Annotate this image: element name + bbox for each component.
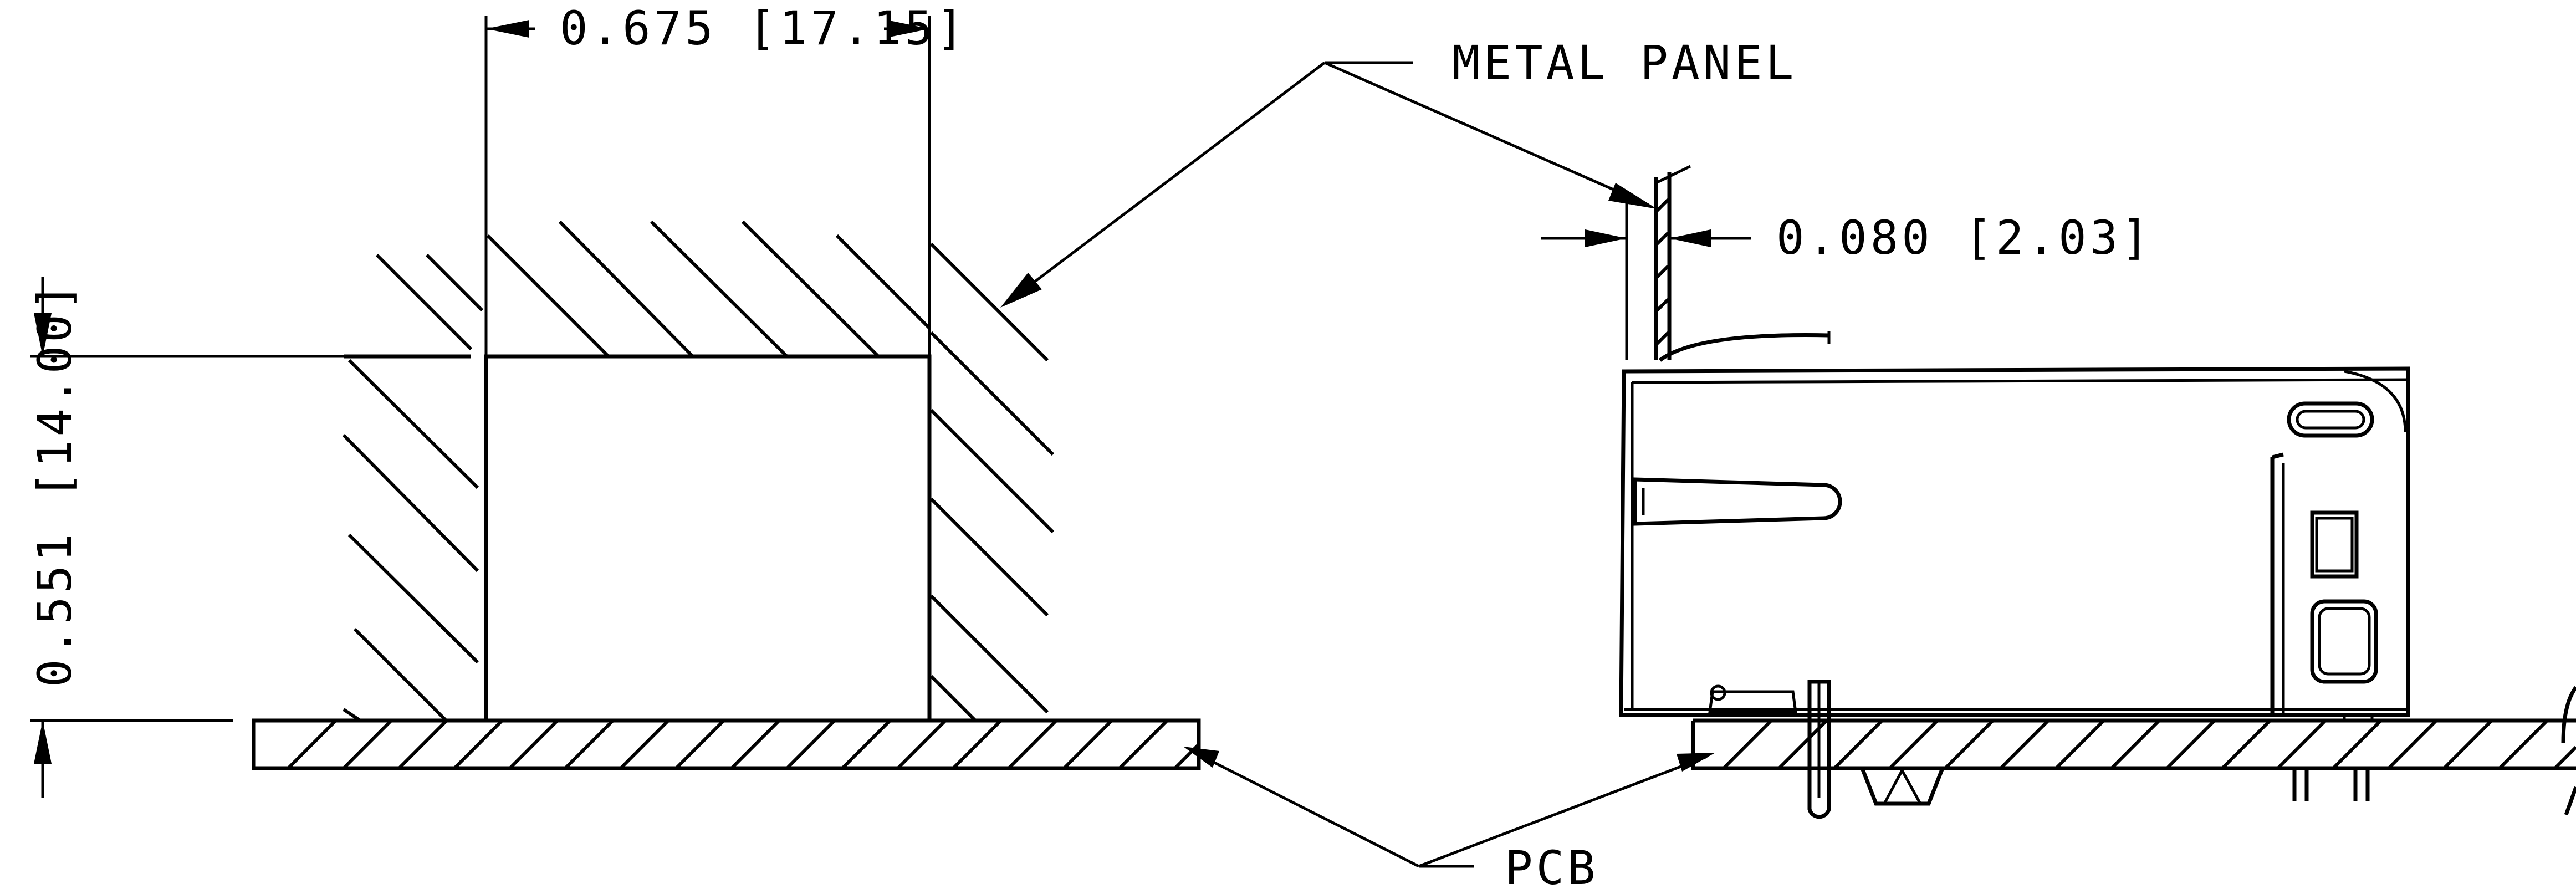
pcb-right	[1691, 718, 2576, 770]
led-window	[2287, 401, 2374, 438]
connector-side-view: 0.080 [2.03]	[1541, 165, 2576, 819]
width-dimension-label: 0.675 [17.15]	[560, 1, 967, 55]
panel-cutout-opening	[484, 354, 932, 723]
height-dimension: 0.551 [14.00]	[28, 277, 344, 798]
panel-thickness-dimension: 0.080 [2.03]	[1541, 194, 2153, 360]
height-dimension-label: 0.551 [14.00]	[28, 280, 82, 687]
metal-panel-plate	[1654, 165, 1691, 360]
pcb-left	[252, 718, 1201, 770]
pcb-left-hatching	[287, 719, 1200, 770]
through-hole-pins	[1860, 715, 2374, 806]
width-dimension: 0.675 [17.15]	[484, 1, 967, 356]
pcb-callout: PCB	[1183, 747, 1715, 894]
panel-cutout-view: 0.675 [17.15] 0.551 [14.00]	[28, 1, 1201, 798]
panel-spring-finger	[1658, 333, 1829, 362]
edge-component-partial	[2561, 686, 2576, 816]
panel-thickness-label: 0.080 [2.03]	[1776, 211, 2153, 265]
metal-panel-label: METAL PANEL	[1452, 35, 1797, 90]
metal-panel-callout: METAL PANEL	[1000, 35, 1797, 308]
pcb-right-hatching	[1722, 719, 2576, 770]
rear-window-upper	[2310, 510, 2359, 579]
board-lock	[1708, 680, 1831, 819]
rear-window-lower	[2310, 599, 2378, 684]
metal-panel-hatching	[342, 220, 1055, 722]
pcb-label: PCB	[1505, 841, 1599, 894]
latch-slot	[1633, 477, 1842, 526]
connector-body	[1619, 366, 2410, 717]
